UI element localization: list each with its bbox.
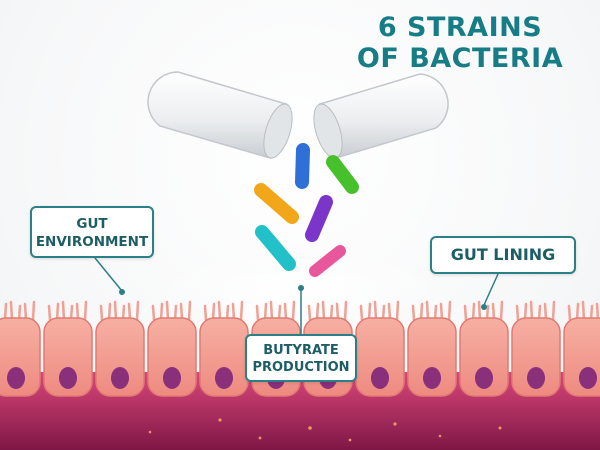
probiotic-capsule-right-half (313, 73, 449, 159)
villus (151, 304, 156, 322)
bacteria-strain-cyan (255, 225, 296, 271)
callout-pointer-butyrate (298, 285, 304, 334)
intestinal-cell-icon (0, 317, 41, 397)
villus (373, 300, 378, 322)
villus (463, 304, 468, 322)
villus (499, 300, 504, 322)
villus (477, 300, 482, 322)
villus (255, 304, 260, 322)
villus (411, 304, 416, 322)
callout-gut-lining: GUT LINING (430, 236, 576, 274)
villus (567, 304, 572, 322)
villus (217, 300, 222, 322)
intestinal-cell-icon (43, 317, 93, 397)
villi-row (3, 300, 600, 322)
callout-gut-environment: GUT ENVIRONMENT (30, 206, 154, 258)
callout-butyrate-production: BUTYRATE PRODUCTION (245, 334, 357, 382)
villus (321, 300, 326, 322)
callout-gut-lining-label: GUT LINING (450, 245, 556, 264)
villus (135, 300, 140, 322)
villus (31, 300, 36, 322)
villus (113, 300, 118, 322)
villus (529, 300, 534, 322)
bacteria-strain-orange (254, 183, 299, 224)
page-title: 6 STRAINS OF BACTERIA (350, 12, 570, 74)
tissue-sparkles (148, 418, 502, 442)
title-line-1: 6 STRAINS (377, 12, 543, 43)
callout-gut-environment-line-1: GUT (76, 216, 108, 232)
intestinal-cell-icon (563, 317, 600, 397)
callout-pointer-gut-environment (94, 257, 125, 295)
villus (9, 300, 14, 322)
villus (83, 300, 88, 322)
villus (61, 300, 66, 322)
intestinal-cell-icon (199, 317, 249, 397)
intestinal-cell-icon (459, 317, 509, 397)
villus (307, 304, 312, 322)
bacteria-strain-blue (295, 143, 310, 189)
villus (343, 300, 348, 322)
villus (99, 304, 104, 322)
villus (425, 300, 430, 322)
callout-butyrate-line-2: PRODUCTION (252, 360, 350, 375)
villus (515, 304, 520, 322)
villus (551, 300, 556, 322)
villus (291, 300, 296, 322)
villus (187, 300, 192, 322)
intestinal-cell-icon (355, 317, 405, 397)
callout-pointer-gut-lining (481, 273, 499, 310)
bacteria-strain-pink (309, 245, 346, 277)
callout-butyrate-line-1: BUTYRATE (263, 343, 339, 358)
villus (581, 300, 586, 322)
intestinal-cell-icon (147, 317, 197, 397)
villus (447, 300, 452, 322)
villus (165, 300, 170, 322)
intestinal-cell-icon (511, 317, 561, 397)
probiotic-capsule-left-half (147, 71, 293, 159)
villus (395, 300, 400, 322)
intestinal-cell-icon (407, 317, 457, 397)
villus (203, 304, 208, 322)
villus (47, 304, 52, 322)
villus (239, 300, 244, 322)
villus (269, 300, 274, 322)
villus (359, 304, 364, 322)
title-line-2: OF BACTERIA (356, 43, 564, 74)
bacteria-strain-purple (305, 195, 333, 242)
bacteria-strain-green (326, 155, 359, 194)
callout-gut-environment-line-2: ENVIRONMENT (35, 234, 149, 250)
intestinal-cell-icon (95, 317, 145, 397)
